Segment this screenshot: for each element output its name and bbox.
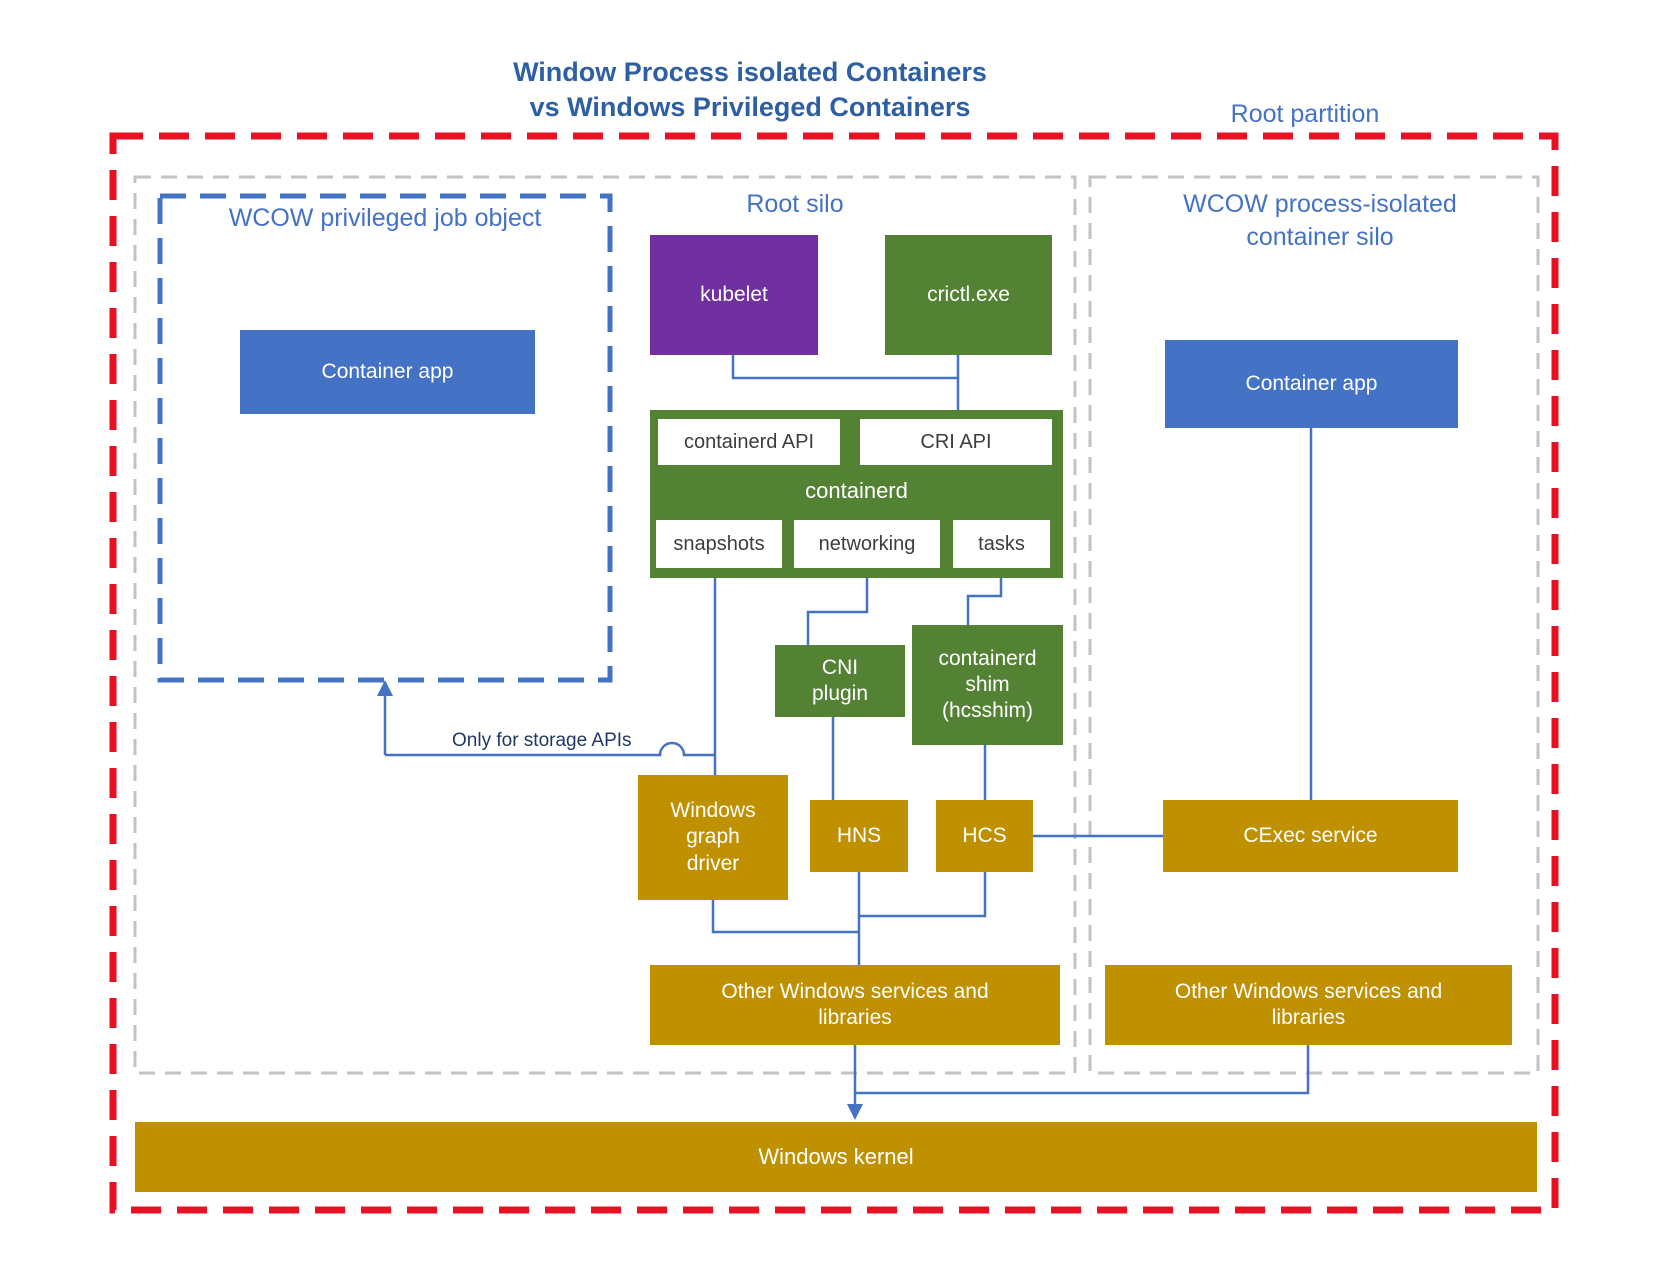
privileged-job-object-border [157,193,613,683]
container-silo-border [1088,175,1540,1075]
tasks-box: tasks [953,520,1050,568]
root-silo-border [133,175,1077,1075]
wire-tasks-to-shim [966,568,1003,625]
arrowhead-storage-apis [377,680,393,696]
hns-box: HNS [810,800,908,872]
kubelet-box: kubelet [650,235,818,355]
wcow-process-isolated-silo-label: WCOW process-isolated container silo [1183,190,1457,251]
container-app-left-box: Container app [240,330,535,414]
wire-right-services-join [855,1045,1310,1095]
snapshots-box: snapshots [656,520,782,568]
wire-storage-apis [385,741,715,757]
containerd-block: containerd API CRI API containerd snapsh… [650,410,1063,578]
cexec-service-box: CExec service [1163,800,1458,872]
arrowhead-kernel [847,1104,863,1120]
windows-kernel-box: Windows kernel [135,1122,1537,1192]
wire-kubelet-join [731,355,958,380]
root-partition-border [109,132,1559,1214]
hcs-box: HCS [936,800,1033,872]
windows-graph-driver-box: Windows graph driver [638,775,788,900]
crictl-box: crictl.exe [885,235,1052,355]
connectors [383,355,1313,1104]
other-windows-services-right-box: Other Windows services and libraries [1105,965,1512,1045]
root-silo-label: Root silo [746,190,844,218]
wire-graphdriver-down [711,900,859,934]
containerd-api-box: containerd API [658,419,840,465]
networking-box: networking [794,520,940,568]
containerd-shim-box: containerd shim (hcsshim) [912,625,1063,745]
container-app-right-box: Container app [1165,340,1458,428]
containerd-label: containerd [805,478,908,503]
wire-networking-to-cni [806,568,869,645]
only-for-storage-apis-label: Only for storage APIs [452,730,632,751]
diagram-title: Window Process isolated Containers vs Wi… [513,57,987,123]
cri-api-box: CRI API [860,419,1052,465]
cni-plugin-box: CNI plugin [775,645,905,717]
wire-hcs-down [859,872,987,918]
root-partition-label: Root partition [1230,100,1380,128]
wcow-privileged-job-object-label: WCOW privileged job object [228,204,542,232]
other-windows-services-left-box: Other Windows services and libraries [650,965,1060,1045]
